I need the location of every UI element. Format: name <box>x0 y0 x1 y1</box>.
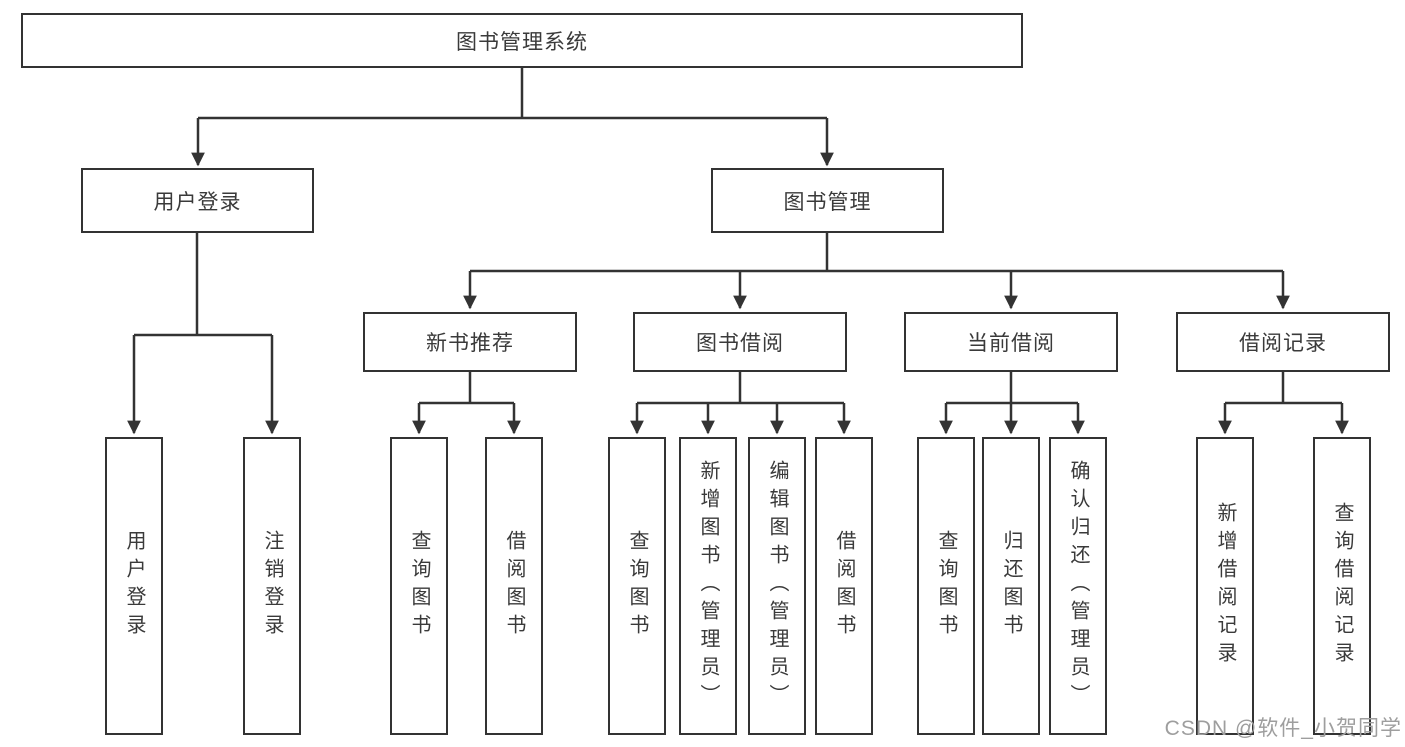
leaf-rec-query-books: 查询图书 <box>390 437 448 735</box>
node-user-login: 用户登录 <box>81 168 314 233</box>
node-root: 图书管理系统 <box>21 13 1023 68</box>
node-new-book-recommend: 新书推荐 <box>363 312 577 372</box>
leaf-br-add-record: 新增借阅记录 <box>1196 437 1254 735</box>
watermark: CSDN @软件_小贺同学 <box>1164 717 1402 740</box>
leaf-cb-query-books: 查询图书 <box>917 437 975 735</box>
node-book-borrow: 图书借阅 <box>633 312 847 372</box>
leaf-cb-return-books: 归还图书 <box>982 437 1040 735</box>
leaf-bb-edit-books-admin: 编辑图书（管理员） <box>748 437 806 735</box>
leaf-bb-borrow-books: 借阅图书 <box>815 437 873 735</box>
leaf-cb-confirm-return-admin: 确认归还（管理员） <box>1049 437 1107 735</box>
node-borrow-records: 借阅记录 <box>1176 312 1390 372</box>
node-current-borrow: 当前借阅 <box>904 312 1118 372</box>
leaf-rec-borrow-books: 借阅图书 <box>485 437 543 735</box>
node-book-management: 图书管理 <box>711 168 944 233</box>
leaf-user-login: 用户登录 <box>105 437 163 735</box>
leaf-logout: 注销登录 <box>243 437 301 735</box>
leaf-bb-query-books: 查询图书 <box>608 437 666 735</box>
leaf-bb-add-books-admin: 新增图书（管理员） <box>679 437 737 735</box>
leaf-br-query-record: 查询借阅记录 <box>1313 437 1371 735</box>
